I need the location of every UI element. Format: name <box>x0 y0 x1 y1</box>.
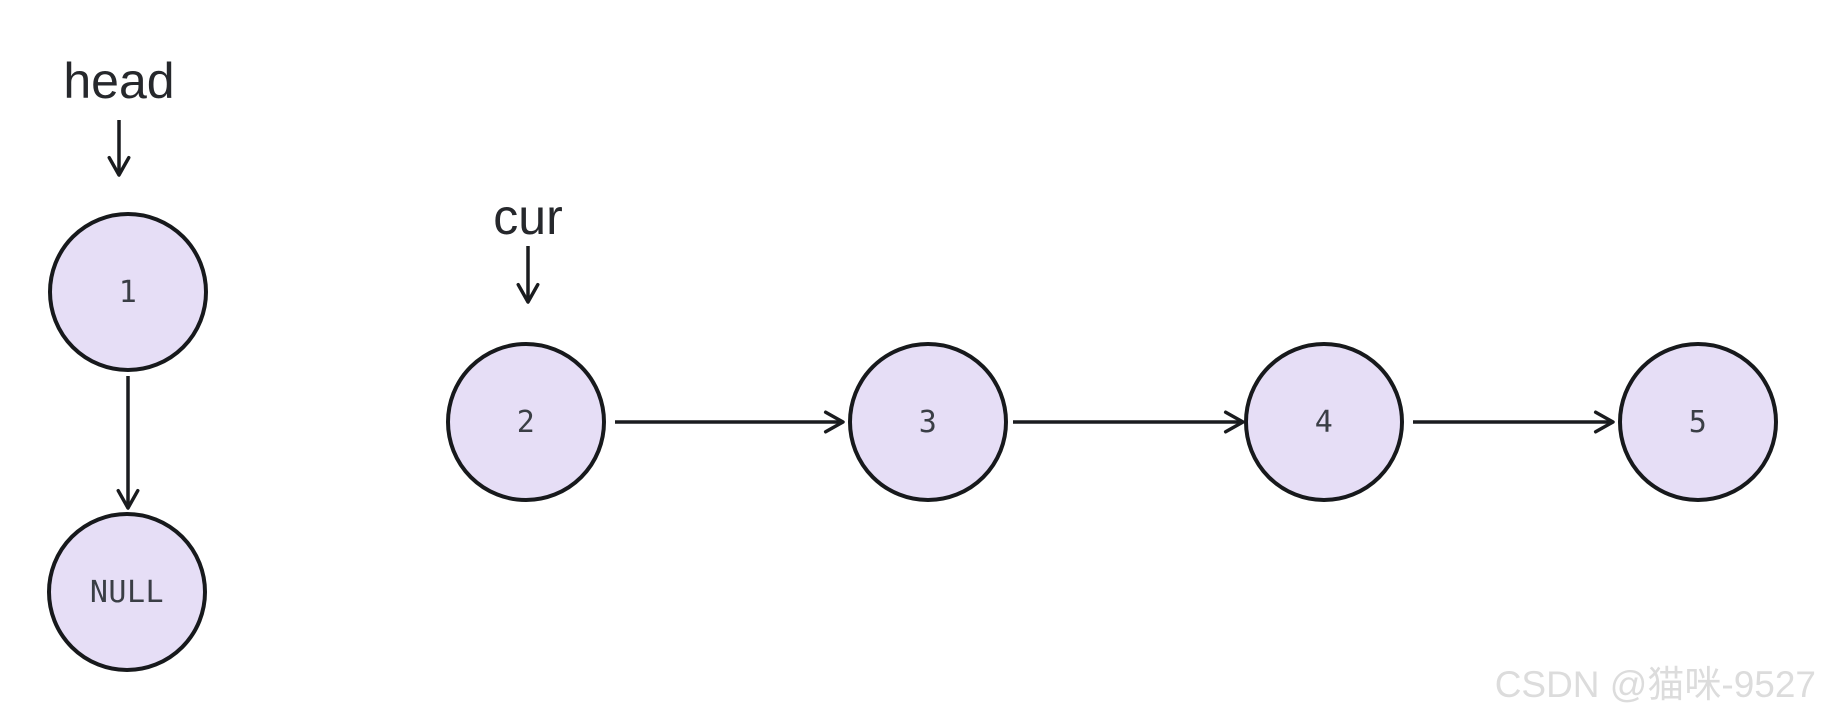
node-null: NULL <box>47 512 207 672</box>
node-1-label: 1 <box>118 274 138 310</box>
node-3: 3 <box>848 342 1008 502</box>
head-pointer-label: head <box>63 53 175 109</box>
watermark: CSDN @猫咪-9527 <box>1494 664 1816 705</box>
node-5: 5 <box>1618 342 1778 502</box>
node-2-label: 2 <box>516 404 536 440</box>
node-2: 2 <box>446 342 606 502</box>
node-5-label: 5 <box>1688 404 1708 440</box>
node-1: 1 <box>48 212 208 372</box>
node-4-label: 4 <box>1314 404 1334 440</box>
node-3-label: 3 <box>918 404 938 440</box>
node-null-label: NULL <box>89 574 165 610</box>
node-4: 4 <box>1244 342 1404 502</box>
cur-pointer-label: cur <box>493 189 563 245</box>
